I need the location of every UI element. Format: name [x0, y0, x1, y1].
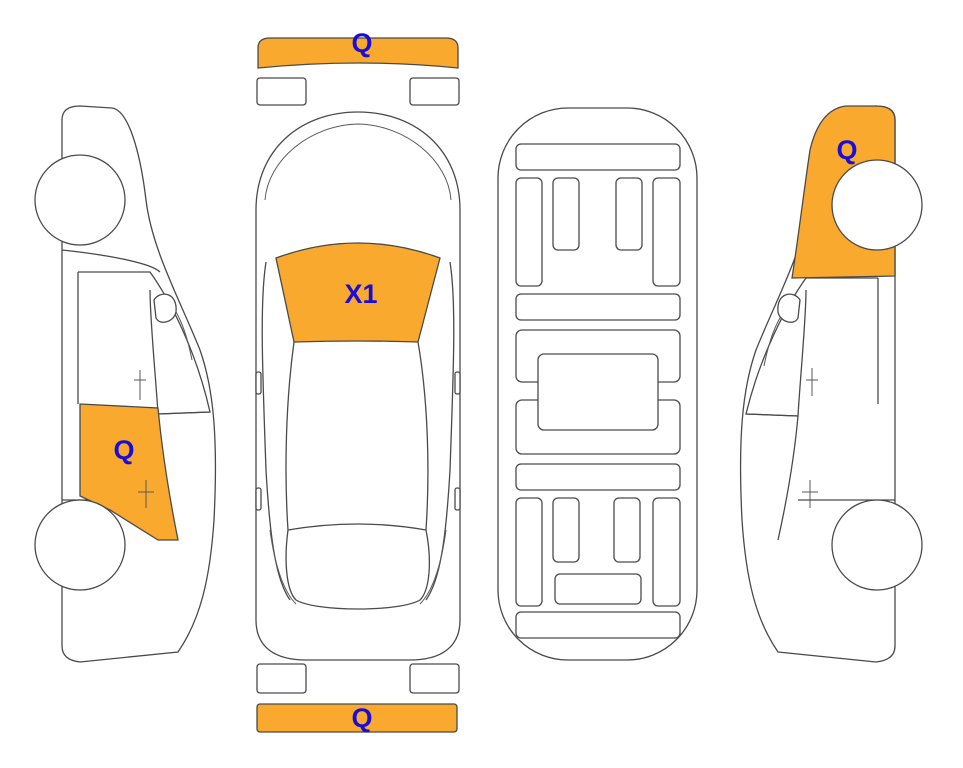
front-bumper-label: Q [351, 28, 372, 58]
left-front-wheel [34, 154, 126, 246]
windshield-label: X1 [344, 279, 377, 309]
car-underbody-view [497, 107, 698, 661]
windshield-damaged[interactable] [275, 242, 441, 343]
left-rear-wheel [34, 499, 126, 591]
rear-right-taillight [409, 663, 460, 694]
left-rear-door-label: Q [113, 435, 134, 465]
left-rear-door-damaged[interactable] [79, 403, 179, 541]
front-bumper-damaged[interactable] [257, 37, 459, 69]
rear-bumper-damaged[interactable] [256, 703, 458, 733]
top-view-body [255, 111, 461, 661]
right-rear-wheel [831, 159, 923, 251]
car-right-side-view: Q [739, 105, 923, 663]
car-left-side-view: Q [34, 105, 217, 663]
rear-bumper-group: Q [256, 663, 460, 733]
front-right-headlight [409, 77, 460, 106]
front-bumper-group: Q [256, 28, 460, 106]
right-rear-fender-label: Q [836, 135, 857, 165]
rear-bumper-label: Q [351, 703, 372, 733]
right-front-wheel [831, 499, 923, 591]
car-top-view: X1 [255, 111, 461, 661]
rear-left-taillight [256, 663, 307, 694]
front-left-headlight [256, 77, 307, 106]
